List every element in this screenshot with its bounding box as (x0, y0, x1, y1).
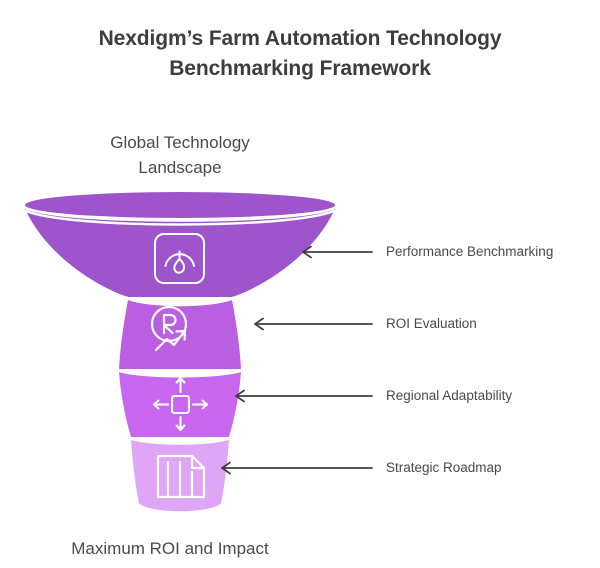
funnel-top-rim (25, 192, 335, 218)
page-title-line-2: Benchmarking Framework (169, 57, 431, 80)
resize-arrows-icon (152, 376, 209, 432)
funnel-top-caption: Global Technology Landscape (60, 130, 300, 180)
funnel-divider-2 (116, 368, 244, 378)
gauge-icon (154, 233, 205, 284)
stage-label-performance-benchmarking: Performance Benchmarking (386, 244, 554, 259)
connector-arrow-4 (221, 461, 373, 475)
connector-arrow-1 (302, 245, 373, 259)
funnel-divider-3 (128, 436, 232, 445)
funnel-rim-highlight (24, 209, 336, 226)
funnel-segment-3-body (119, 372, 241, 437)
funnel-divider-1 (125, 296, 235, 307)
page-title-line-1: Nexdigm’s Farm Automation Technology (98, 27, 502, 50)
funnel-bottom-caption: Maximum ROI and Impact (71, 539, 269, 558)
roi-growth-icon (150, 305, 188, 352)
bar-chart-document-icon (156, 454, 206, 499)
funnel-top-caption-line-1: Global Technology (110, 133, 250, 152)
connector-arrow-3 (235, 389, 373, 403)
funnel-segment-2-body (119, 300, 241, 369)
stage-label-regional-adaptability: Regional Adaptability (386, 388, 513, 403)
funnel-top-caption-line-2: Landscape (138, 158, 222, 177)
connector-arrow-2 (254, 317, 373, 331)
page-title: Nexdigm’s Farm Automation Technology Ben… (0, 24, 600, 84)
stage-label-roi-evaluation: ROI Evaluation (386, 316, 477, 331)
stage-label-strategic-roadmap: Strategic Roadmap (386, 460, 502, 475)
